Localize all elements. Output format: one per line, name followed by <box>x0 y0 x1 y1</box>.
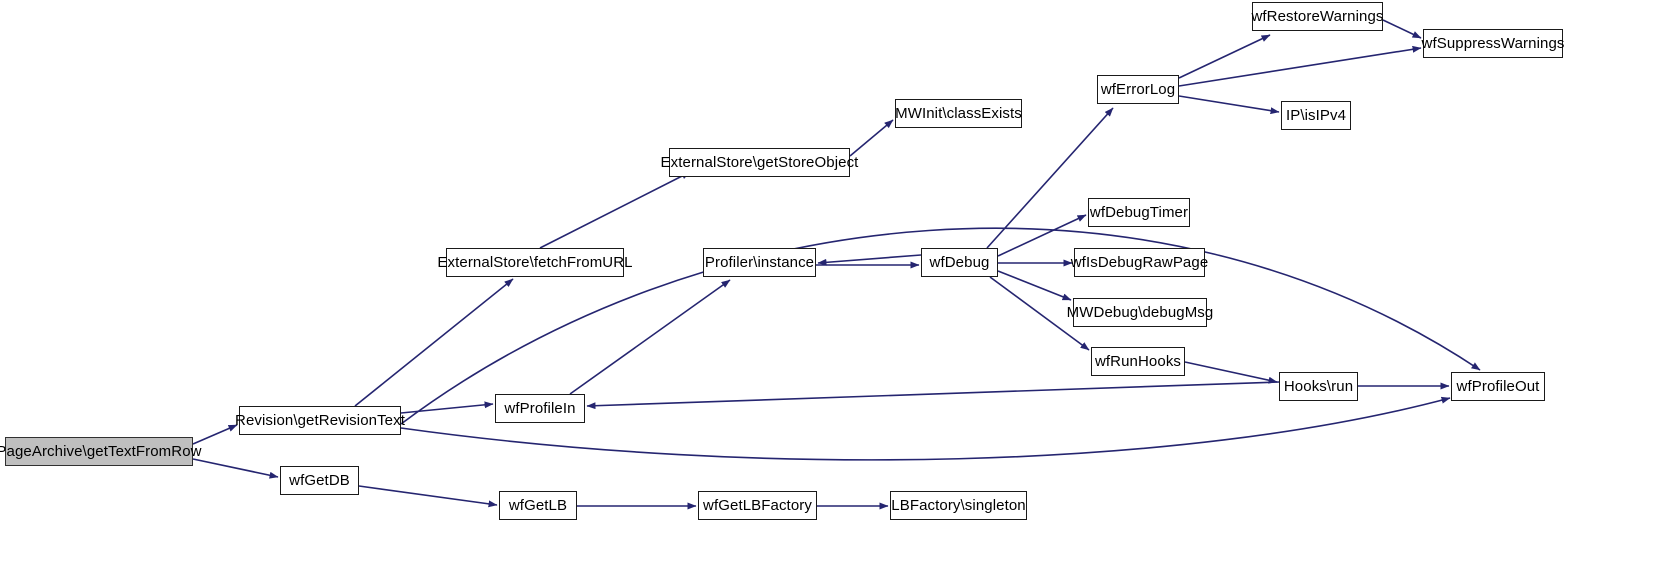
edge-wfErrorLog-ipIsIPv4 <box>1178 95 1280 115</box>
edge-wfProfileIn-profilerInstance <box>569 279 731 395</box>
edge-revisionGetRevisionText-wfProfileIn <box>400 401 494 414</box>
edge-wfDebug-wfErrorLog <box>986 107 1114 249</box>
graph-node-mwInitClassExists[interactable]: MWInit\classExists <box>895 99 1022 128</box>
graph-node-label: ExternalStore\fetchFromURL <box>437 254 633 271</box>
graph-node-lbFactorySingleton[interactable]: LBFactory\singleton <box>890 491 1027 520</box>
graph-node-label: Profiler\instance <box>704 254 815 271</box>
graph-node-wfProfileOut[interactable]: wfProfileOut <box>1451 372 1545 401</box>
graph-node-revisionGetRevisionText[interactable]: Revision\getRevisionText <box>235 406 405 435</box>
graph-node-label: MWDebug\debugMsg <box>1066 304 1214 321</box>
edge-externalStoreFetchFromURL-externalStoreGetStoreObject <box>539 171 691 249</box>
edge-wfDebug-profilerInstance <box>817 254 922 266</box>
graph-node-ipIsIPv4[interactable]: IP\isIPv4 <box>1281 101 1351 130</box>
graph-node-label: PageArchive\getTextFromRow <box>0 443 202 460</box>
edge-externalStoreGetStoreObject-mwInitClassExists <box>849 119 894 157</box>
graph-node-label: wfIsDebugRawPage <box>1070 254 1209 271</box>
graph-node-label: wfDebugTimer <box>1089 204 1189 221</box>
graph-node-wfGetLBFactory[interactable]: wfGetLBFactory <box>698 491 817 520</box>
edge-wfErrorLog-wfRestoreWarnings <box>1178 34 1271 79</box>
graph-node-label: wfProfileOut <box>1456 378 1540 395</box>
edge-wfErrorLog-wfSuppressWarnings <box>1178 45 1422 87</box>
graph-node-wfGetDB[interactable]: wfGetDB <box>280 466 359 495</box>
graph-node-label: Revision\getRevisionText <box>235 412 405 429</box>
graph-node-wfDebugTimer[interactable]: wfDebugTimer <box>1088 198 1190 227</box>
edge-wfDebug-wfDebugTimer <box>997 214 1087 257</box>
graph-node-wfDebug[interactable]: wfDebug <box>921 248 998 277</box>
graph-node-label: MWInit\classExists <box>895 105 1022 122</box>
graph-node-label: wfRestoreWarnings <box>1251 8 1384 25</box>
edge-hooksRun-wfProfileIn <box>586 381 1280 410</box>
graph-node-wfIsDebugRawPage[interactable]: wfIsDebugRawPage <box>1071 248 1208 277</box>
graph-node-wfRunHooks[interactable]: wfRunHooks <box>1091 347 1185 376</box>
graph-node-wfErrorLog[interactable]: wfErrorLog <box>1097 75 1179 104</box>
graph-node-label: ExternalStore\getStoreObject <box>660 154 859 171</box>
graph-node-externalStoreFetchFromURL[interactable]: ExternalStore\fetchFromURL <box>437 248 632 277</box>
graph-node-label: LBFactory\singleton <box>891 497 1026 514</box>
graph-node-label: Hooks\run <box>1283 378 1354 395</box>
graph-node-label: wfGetLBFactory <box>703 497 812 514</box>
graph-node-label: wfSuppressWarnings <box>1421 35 1565 52</box>
graph-node-label: wfDebug <box>929 254 990 271</box>
graph-node-wfSuppressWarnings[interactable]: wfSuppressWarnings <box>1422 29 1564 58</box>
graph-node-hooksRun[interactable]: Hooks\run <box>1279 372 1358 401</box>
edge-revisionGetRevisionText-externalStoreFetchFromURL <box>354 278 514 407</box>
edge-wfGetDB-wfGetLB <box>358 485 498 508</box>
graph-node-pageArchiveGetTextFromRow[interactable]: PageArchive\getTextFromRow <box>0 437 201 466</box>
edge-wfDebug-mwDebugDebugMsg <box>997 270 1072 301</box>
graph-node-label: wfRunHooks <box>1094 353 1182 370</box>
graph-node-label: wfProfileIn <box>504 400 576 417</box>
graph-node-label: IP\isIPv4 <box>1285 107 1347 124</box>
graph-node-label: wfGetDB <box>289 472 350 489</box>
graph-node-mwDebugDebugMsg[interactable]: MWDebug\debugMsg <box>1067 298 1213 327</box>
graph-node-wfProfileIn[interactable]: wfProfileIn <box>495 394 585 423</box>
graph-node-wfRestoreWarnings[interactable]: wfRestoreWarnings <box>1251 2 1383 31</box>
graph-node-label: wfGetLB <box>508 497 568 514</box>
graph-node-externalStoreGetStoreObject[interactable]: ExternalStore\getStoreObject <box>661 148 858 177</box>
graph-node-wfGetLB[interactable]: wfGetLB <box>499 491 577 520</box>
graph-node-label: wfErrorLog <box>1100 81 1176 98</box>
edge-wfRunHooks-hooksRun <box>1184 361 1278 384</box>
graph-node-profilerInstance[interactable]: Profiler\instance <box>703 248 816 277</box>
edge-pageArchiveGetTextFromRow-wfGetDB <box>192 458 279 479</box>
